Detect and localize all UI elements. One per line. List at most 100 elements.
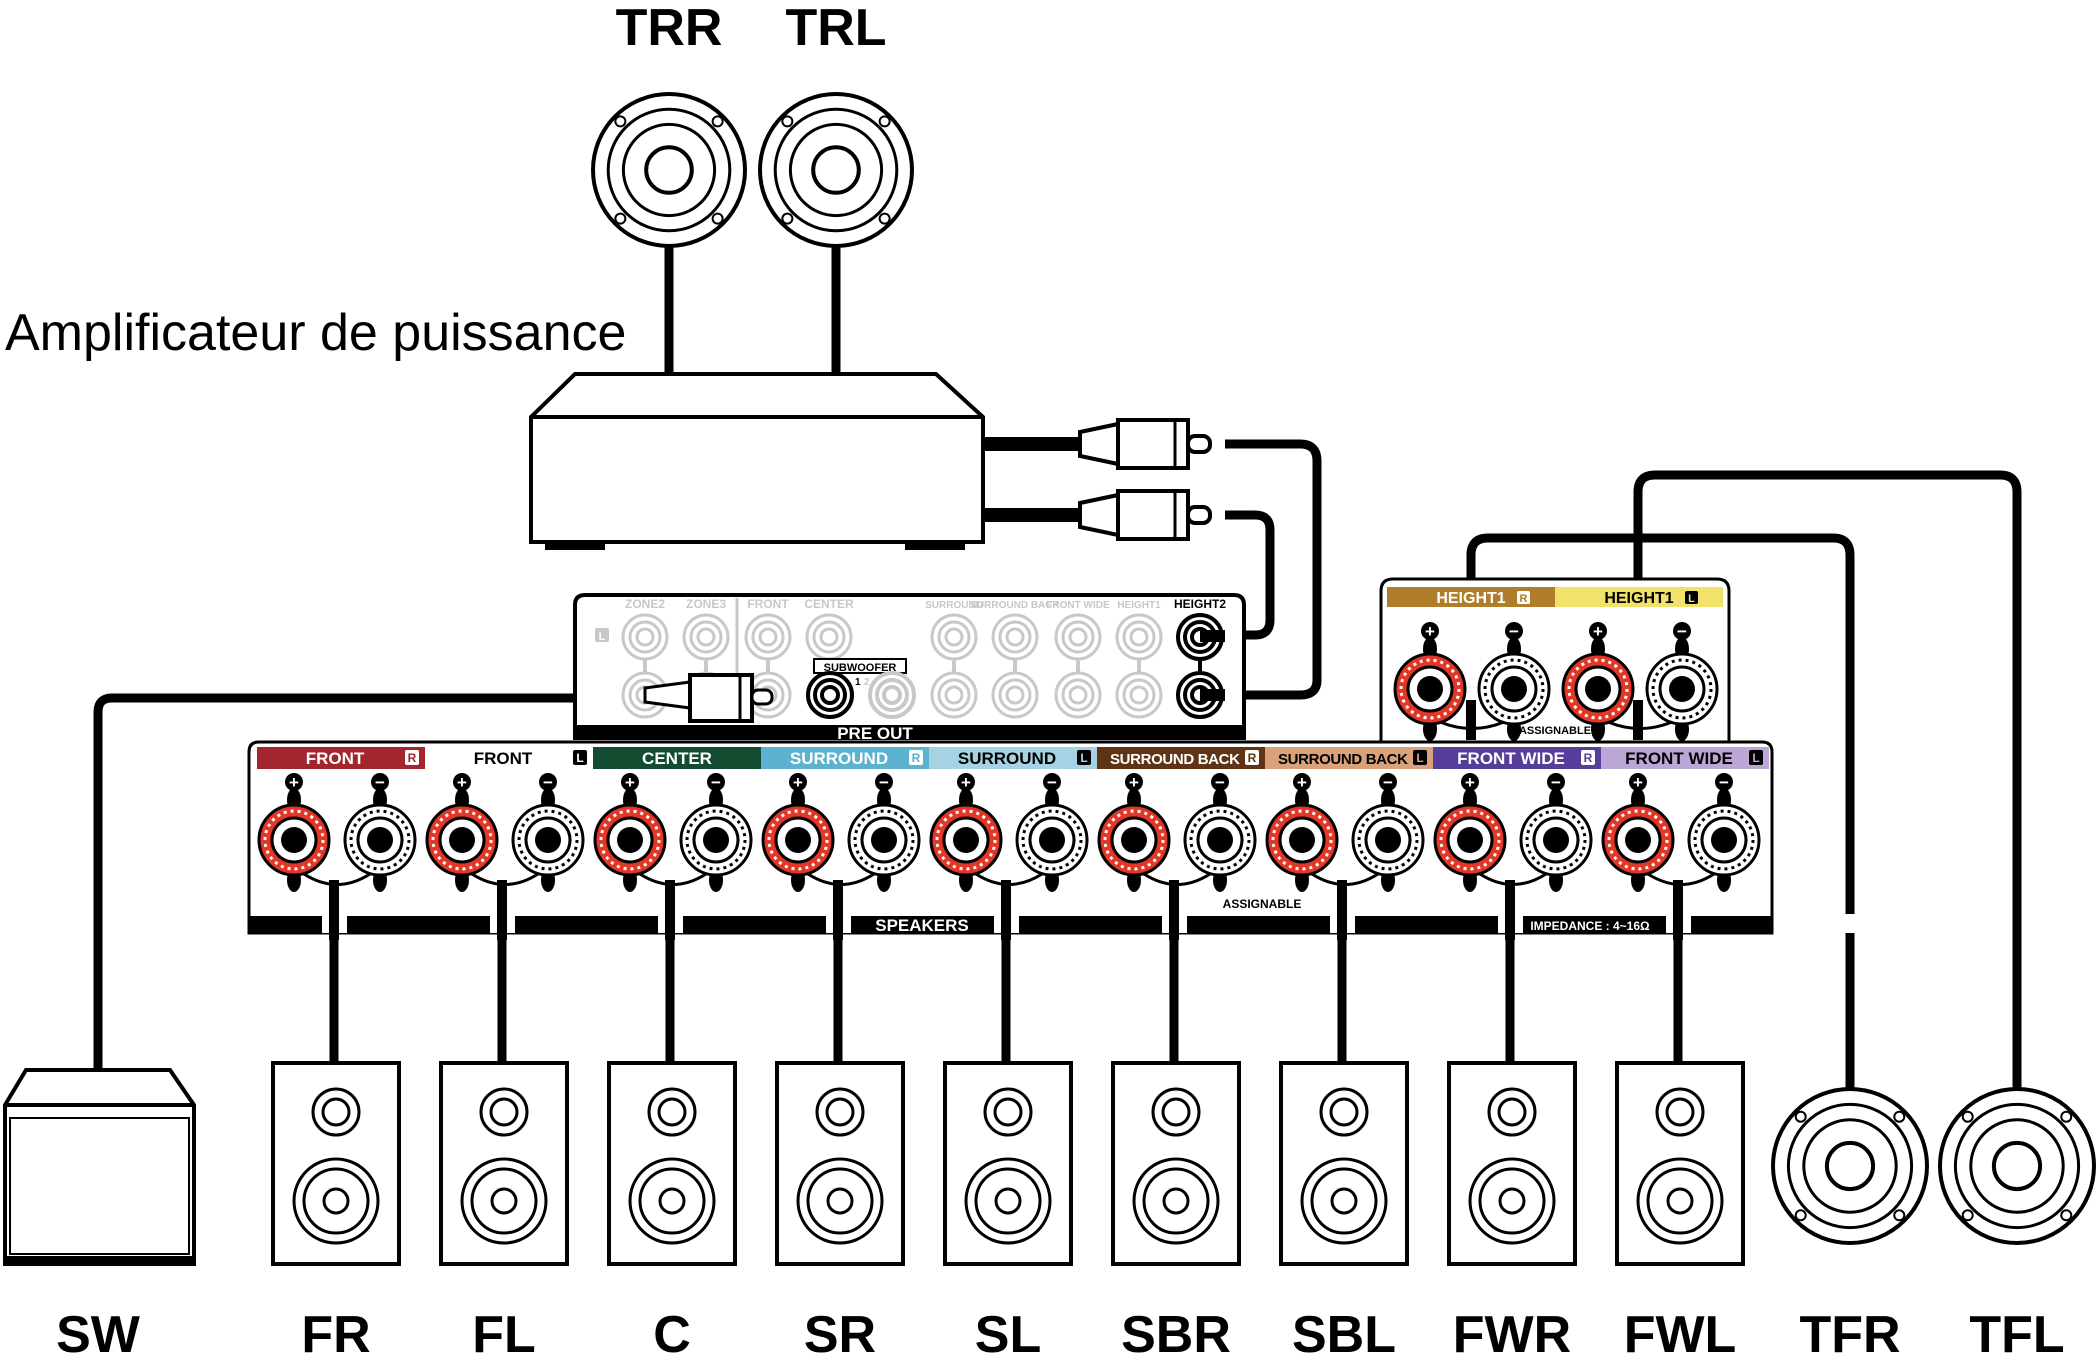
cable-height2-lower bbox=[1210, 439, 1322, 700]
polarity-sign: − bbox=[1677, 622, 1687, 641]
side-mark: L bbox=[576, 751, 583, 765]
terminal-pair: +− bbox=[761, 773, 921, 892]
polarity-sign: + bbox=[457, 773, 467, 792]
cable-subwoofer bbox=[93, 693, 695, 1070]
speaker-tfr-icon bbox=[1771, 1087, 1929, 1245]
rca-plug-subwoofer bbox=[643, 673, 774, 723]
polarity-sign: + bbox=[793, 773, 803, 792]
channel-label: FRONT bbox=[474, 749, 533, 768]
speaker-c-icon bbox=[607, 1061, 737, 1266]
preout-label-6: FRONT WIDE bbox=[1046, 600, 1110, 611]
height-channel-label: HEIGHT1 bbox=[1604, 590, 1673, 607]
side-mark: L bbox=[1688, 593, 1695, 605]
label-fl: FL bbox=[472, 1306, 536, 1364]
cable-segment bbox=[1633, 700, 1643, 740]
cable-segment bbox=[833, 880, 843, 940]
channel-band bbox=[425, 747, 593, 769]
cable-segment bbox=[329, 880, 339, 940]
channel-label: FRONT WIDE bbox=[1457, 749, 1565, 768]
subwoofer-label: SUBWOOFER bbox=[824, 662, 897, 674]
polarity-sign: − bbox=[1551, 773, 1561, 792]
preout-label: PRE OUT bbox=[837, 724, 913, 743]
rca-jack-icon bbox=[621, 613, 669, 661]
speaker-fwr-icon bbox=[1447, 1061, 1577, 1266]
label-sr: SR bbox=[804, 1306, 876, 1364]
speaker-sr-icon bbox=[775, 1061, 905, 1266]
label-sbl: SBL bbox=[1292, 1306, 1396, 1364]
terminal-pair: +− bbox=[593, 773, 753, 892]
side-mark-box bbox=[1581, 750, 1595, 765]
rca-jack-icon bbox=[805, 613, 853, 661]
preout-label-1: ZONE3 bbox=[686, 597, 726, 611]
polarity-sign: + bbox=[1633, 773, 1643, 792]
terminal-pair: +− bbox=[1097, 773, 1257, 892]
preout-label-4: SURROUND bbox=[925, 600, 983, 611]
channel-label: FRONT WIDE bbox=[1625, 749, 1733, 768]
label-trl: TRL bbox=[785, 0, 886, 57]
preout-label-3: CENTER bbox=[804, 597, 854, 611]
rca-jack-icon bbox=[930, 671, 978, 719]
preout-label-8: HEIGHT2 bbox=[1174, 597, 1226, 611]
label-fwl: FWL bbox=[1624, 1306, 1737, 1364]
side-mark: L bbox=[1080, 751, 1087, 765]
cable-segment bbox=[1505, 880, 1515, 940]
left-channel-mark bbox=[595, 628, 609, 642]
polarity-sign: − bbox=[1719, 773, 1729, 792]
polarity-sign: − bbox=[1215, 773, 1225, 792]
label-c: C bbox=[653, 1306, 691, 1364]
channel-band bbox=[1387, 587, 1555, 607]
polarity-sign: + bbox=[1297, 773, 1307, 792]
rca-plug-upper bbox=[985, 418, 1212, 470]
polarity-sign: + bbox=[1465, 773, 1475, 792]
terminal-pair: +− bbox=[1433, 773, 1593, 892]
rca-jack-icon bbox=[682, 613, 730, 661]
channel-band bbox=[1555, 587, 1723, 607]
cable-segment bbox=[1001, 880, 1011, 940]
channel-band bbox=[1097, 747, 1265, 769]
cable-segment bbox=[665, 880, 675, 940]
polarity-sign: + bbox=[289, 773, 299, 792]
label-trr: TRR bbox=[616, 0, 723, 57]
polarity-sign: + bbox=[1593, 622, 1603, 641]
label-tfl: TFL bbox=[1969, 1306, 2064, 1364]
terminal-pair: +− bbox=[929, 773, 1089, 892]
height-terminal-pair: +− bbox=[1561, 622, 1719, 741]
cable-height2-upper bbox=[1210, 510, 1275, 640]
channel-band bbox=[1601, 747, 1769, 769]
speaker-fl-icon bbox=[439, 1061, 569, 1266]
rca-jack-icon bbox=[1054, 613, 1102, 661]
channel-label: SURROUND BACK bbox=[1110, 751, 1240, 768]
speaker-tfl-icon bbox=[1938, 1087, 2096, 1245]
preout-label-0: ZONE2 bbox=[625, 597, 665, 611]
subwoofer-2-label: 2 bbox=[864, 677, 870, 688]
polarity-sign: − bbox=[879, 773, 889, 792]
side-mark-box bbox=[1749, 750, 1763, 765]
preout-label-5: SURROUND BACK bbox=[970, 600, 1060, 611]
preout-label-7: HEIGHT1 bbox=[1117, 600, 1161, 611]
rca-jack-icon bbox=[1115, 671, 1163, 719]
channel-label: SURROUND bbox=[958, 749, 1056, 768]
cable-segment bbox=[1466, 700, 1476, 740]
channel-band bbox=[257, 747, 425, 769]
height-channel-label: HEIGHT1 bbox=[1436, 590, 1505, 607]
subwoofer-jack-icon bbox=[868, 671, 916, 719]
polarity-sign: − bbox=[1047, 773, 1057, 792]
subwoofer-icon bbox=[2, 1068, 196, 1266]
channel-label: SURROUND bbox=[790, 749, 888, 768]
side-mark: R bbox=[912, 751, 921, 765]
side-mark-box bbox=[405, 750, 419, 765]
side-mark: R bbox=[1584, 751, 1593, 765]
polarity-sign: + bbox=[1425, 622, 1435, 641]
channel-band bbox=[1433, 747, 1601, 769]
cable-tfl bbox=[1633, 470, 2022, 1092]
cable-segment bbox=[1337, 880, 1347, 940]
side-mark: R bbox=[408, 751, 417, 765]
side-mark-box bbox=[573, 750, 587, 765]
side-mark: L bbox=[1752, 751, 1759, 765]
label-tfr: TFR bbox=[1799, 1306, 1900, 1364]
cable-segment bbox=[1673, 880, 1683, 940]
